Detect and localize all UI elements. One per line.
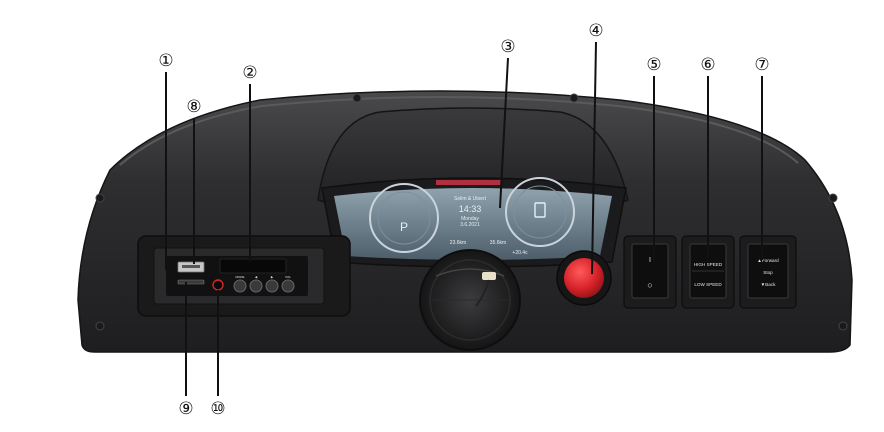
red-start-button[interactable] xyxy=(564,258,604,298)
start-button-group xyxy=(556,250,612,306)
mp3-label-mode: MODE xyxy=(236,275,245,279)
cluster-temp: +20.4c xyxy=(512,250,528,256)
cluster-time: 14:33 xyxy=(459,204,482,214)
wire-connector xyxy=(482,272,496,280)
high-speed-label: HIGH SPEED xyxy=(694,262,723,267)
callout-3: ③ xyxy=(500,37,515,57)
power-switch-group: I ○ xyxy=(623,235,677,309)
power-on-mark: I xyxy=(649,257,651,264)
callout-10: ⑩ xyxy=(210,399,225,419)
gear-indicator: P xyxy=(400,220,408,234)
power-off-mark: ○ xyxy=(647,280,652,290)
status-bar xyxy=(436,180,502,185)
callout-2: ② xyxy=(242,63,257,83)
speed-switch-group: HIGH SPEED LOW SPEED xyxy=(681,235,735,309)
leader-4 xyxy=(591,41,597,275)
callout-8: ⑧ xyxy=(186,97,201,117)
cluster-trip: 35.6km xyxy=(490,240,506,246)
forward-label: ▲Forward xyxy=(757,258,779,263)
mp3-button-mode[interactable] xyxy=(233,279,247,293)
mp3-button-next[interactable] xyxy=(265,279,279,293)
left-gauge-inner xyxy=(377,191,431,245)
fuel-icon xyxy=(534,202,546,218)
callout-5: ⑤ xyxy=(646,55,661,75)
lcd-cluster: P Selim & Utsert 14:33 Monday 3.6.2021 2… xyxy=(334,177,612,260)
cluster-odo: 23.6km xyxy=(450,240,466,246)
cluster-date: 3.6.2021 xyxy=(460,222,480,228)
callout-7: ⑦ xyxy=(754,55,769,75)
power-rocker-switch[interactable] xyxy=(631,243,669,299)
left-gauge xyxy=(369,183,439,253)
mp3-label-prev: ◀ xyxy=(255,275,258,279)
cluster-header: Selim & Utsert xyxy=(454,196,487,202)
mp3-label-vol: VOL xyxy=(285,275,291,279)
right-gauge-inner xyxy=(513,185,567,239)
direction-rocker-switch[interactable] xyxy=(747,243,789,299)
mp3-display xyxy=(219,258,287,274)
aux-jack[interactable] xyxy=(212,279,224,291)
callout-6: ⑥ xyxy=(700,55,715,75)
stop-label: Stop xyxy=(763,270,773,275)
mp3-label-next: ▶ xyxy=(271,275,274,279)
callout-numbers: ① ② ③ ④ ⑤ ⑥ ⑦ ⑧ ⑨ ⑩ xyxy=(158,21,769,419)
mp3-button-prev[interactable] xyxy=(249,279,263,293)
back-label: ▼Back xyxy=(761,282,776,287)
right-gauge xyxy=(505,177,575,247)
callout-lines xyxy=(165,41,763,396)
cluster-day: Monday xyxy=(461,216,479,222)
air-vent xyxy=(419,249,521,351)
mp3-panel: MODE ◀ ▶ VOL xyxy=(137,235,351,317)
low-speed-label: LOW SPEED xyxy=(694,282,722,287)
usb-port-slot xyxy=(182,265,200,268)
direction-switch-group: ▲Forward Stop ▼Back xyxy=(739,235,797,309)
mp3-button-vol[interactable] xyxy=(281,279,295,293)
screw-bosses xyxy=(95,93,848,331)
leader-3 xyxy=(499,57,509,209)
callout-4: ④ xyxy=(588,21,603,41)
lcd-screen xyxy=(334,188,612,260)
callout-9: ⑨ xyxy=(178,399,193,419)
sd-card-slot[interactable] xyxy=(177,279,205,285)
callout-1: ① xyxy=(158,51,173,71)
